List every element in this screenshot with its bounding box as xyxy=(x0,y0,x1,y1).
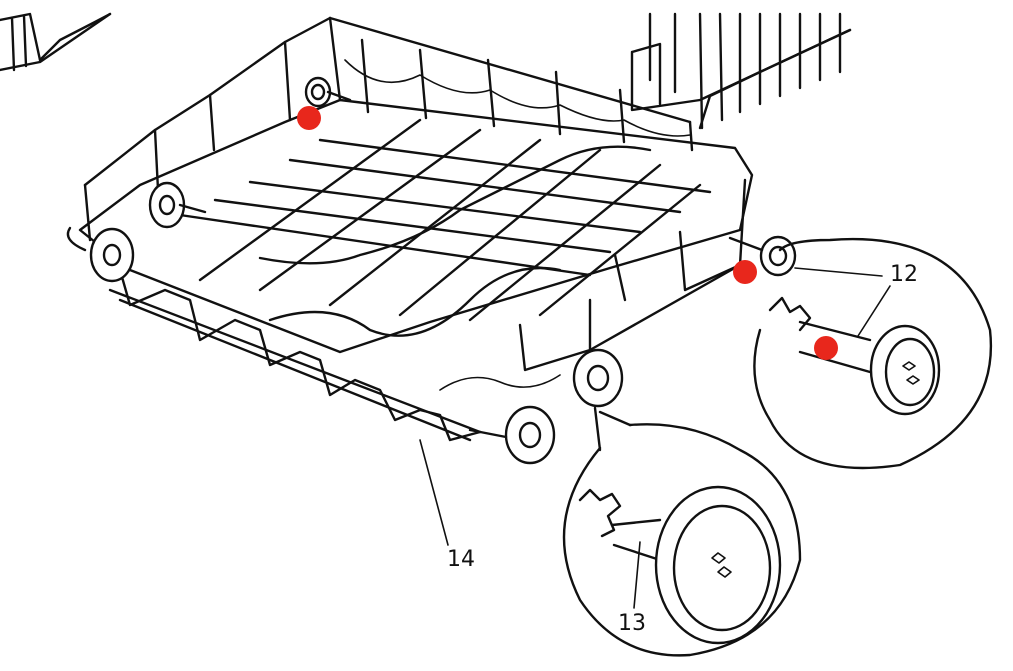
leader-line-12-a xyxy=(794,267,883,277)
leader-line-14 xyxy=(419,439,449,546)
detail-circle-front-wheel xyxy=(562,406,802,657)
upper-left-rack-fragment xyxy=(0,12,112,72)
leader-line-12-b xyxy=(857,285,891,337)
wheel-front-left xyxy=(468,405,556,465)
marker-right-wheel xyxy=(733,260,757,284)
leader-line-13 xyxy=(633,541,641,609)
label-part-13: 13 xyxy=(618,611,646,636)
wheel-left-middle xyxy=(148,181,207,229)
upper-right-rack-fragment xyxy=(630,12,852,130)
marker-detail-axle xyxy=(814,336,838,360)
wheel-front-right xyxy=(572,348,624,408)
wheel-left-front xyxy=(66,226,135,283)
detail-circle-axle-wheel xyxy=(753,237,993,470)
label-part-12: 12 xyxy=(890,262,918,287)
wheel-rear-left xyxy=(304,76,352,108)
marker-rear-left-wheel xyxy=(297,106,321,130)
lower-basket xyxy=(78,16,754,442)
label-part-14: 14 xyxy=(447,547,475,572)
